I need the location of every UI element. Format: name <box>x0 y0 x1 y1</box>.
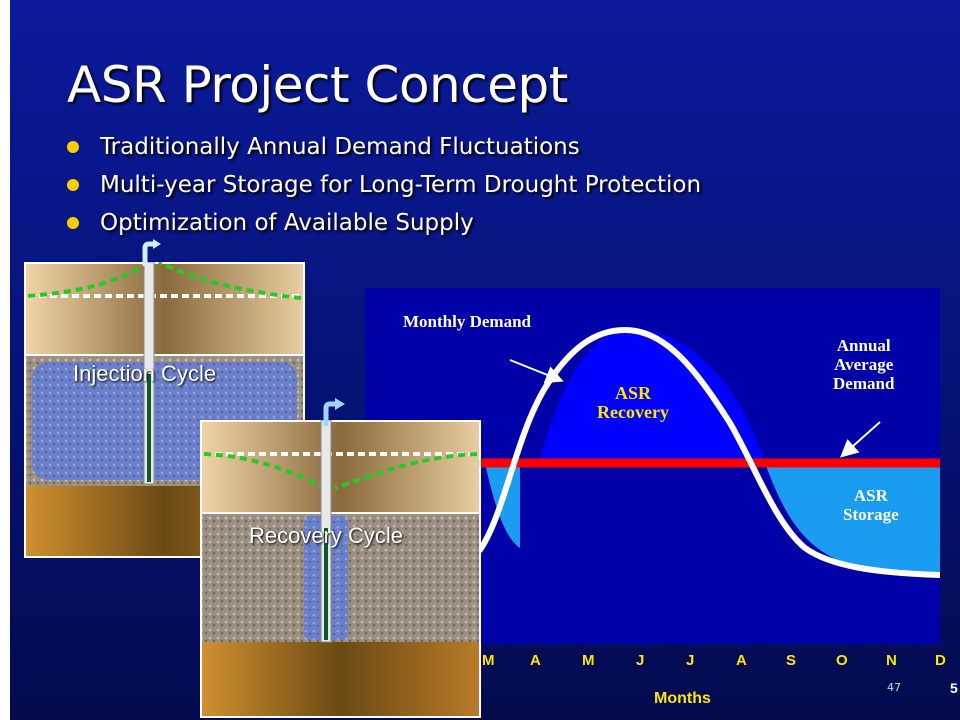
average-label-line: Average <box>834 355 894 374</box>
asr-recovery-label: ASR Recovery <box>597 384 669 422</box>
month-tick-label: D <box>935 652 946 669</box>
recovery-outflow-arrow-icon <box>319 398 347 426</box>
asr-recovery-area <box>539 329 765 463</box>
bullet-item: Optimization of Available Supply <box>62 206 701 244</box>
asr-label-line: ASR <box>853 486 888 505</box>
month-tick-label: M <box>582 652 595 669</box>
recovery-well-graphic <box>200 420 481 718</box>
month-tick-label: A <box>736 652 747 669</box>
bullet-text: Multi-year Storage for Long-Term Drought… <box>100 172 702 198</box>
demand-label-line: Demand <box>833 374 895 393</box>
page-number: 47 <box>887 681 901 694</box>
bullet-dot-icon <box>67 217 79 229</box>
recovery-cycle-diagram: Recovery Cycle <box>200 420 481 718</box>
recovery-cycle-label: Recovery Cycle <box>249 523 404 548</box>
bullet-text: Optimization of Available Supply <box>100 210 474 236</box>
bullet-item: Traditionally Annual Demand Fluctuations <box>62 130 701 168</box>
injection-inflow-arrow-icon <box>139 238 163 266</box>
monthly-demand-curve <box>477 326 940 578</box>
pipe-arrow-graphic <box>142 239 161 266</box>
asr-storage-label: ASR Storage <box>843 486 899 524</box>
pipe-arrow-graphic <box>323 398 345 426</box>
bullet-list: Traditionally Annual Demand Fluctuations… <box>62 130 701 244</box>
bullet-text: Traditionally Annual Demand Fluctuations <box>100 134 580 160</box>
annual-label-line: Annual <box>836 336 891 355</box>
month-tick-label: S <box>786 652 797 669</box>
asr-label-line: ASR <box>614 383 651 403</box>
months-axis-label: Months <box>654 690 711 707</box>
slide-title: ASR Project Concept <box>67 56 568 114</box>
month-tick-label: A <box>530 652 541 669</box>
asr-storage-area <box>445 463 940 575</box>
annual-average-arrow <box>840 421 881 458</box>
months-axis: M A M J J A S O N D <box>0 652 960 680</box>
month-tick-label: N <box>886 652 897 669</box>
month-tick-label: J <box>636 652 645 669</box>
bullet-item: Multi-year Storage for Long-Term Drought… <box>62 168 701 206</box>
month-tick-label: M <box>482 652 495 669</box>
annual-average-demand-label: Annual Average Demand <box>833 336 894 393</box>
storage-label-line: Storage <box>843 505 899 524</box>
monthly-demand-arrow <box>509 359 564 384</box>
bullet-dot-icon <box>67 141 79 153</box>
recovery-label-line: Recovery <box>597 402 669 422</box>
injection-cycle-label: Injection Cycle <box>73 361 217 386</box>
demand-chart-graphic <box>445 326 940 578</box>
monthly-demand-label: Monthly Demand <box>403 312 531 331</box>
month-tick-label: J <box>686 652 695 669</box>
corner-mark: 5 <box>950 680 958 696</box>
month-tick-label: O <box>836 652 848 669</box>
bullet-dot-icon <box>67 179 79 191</box>
